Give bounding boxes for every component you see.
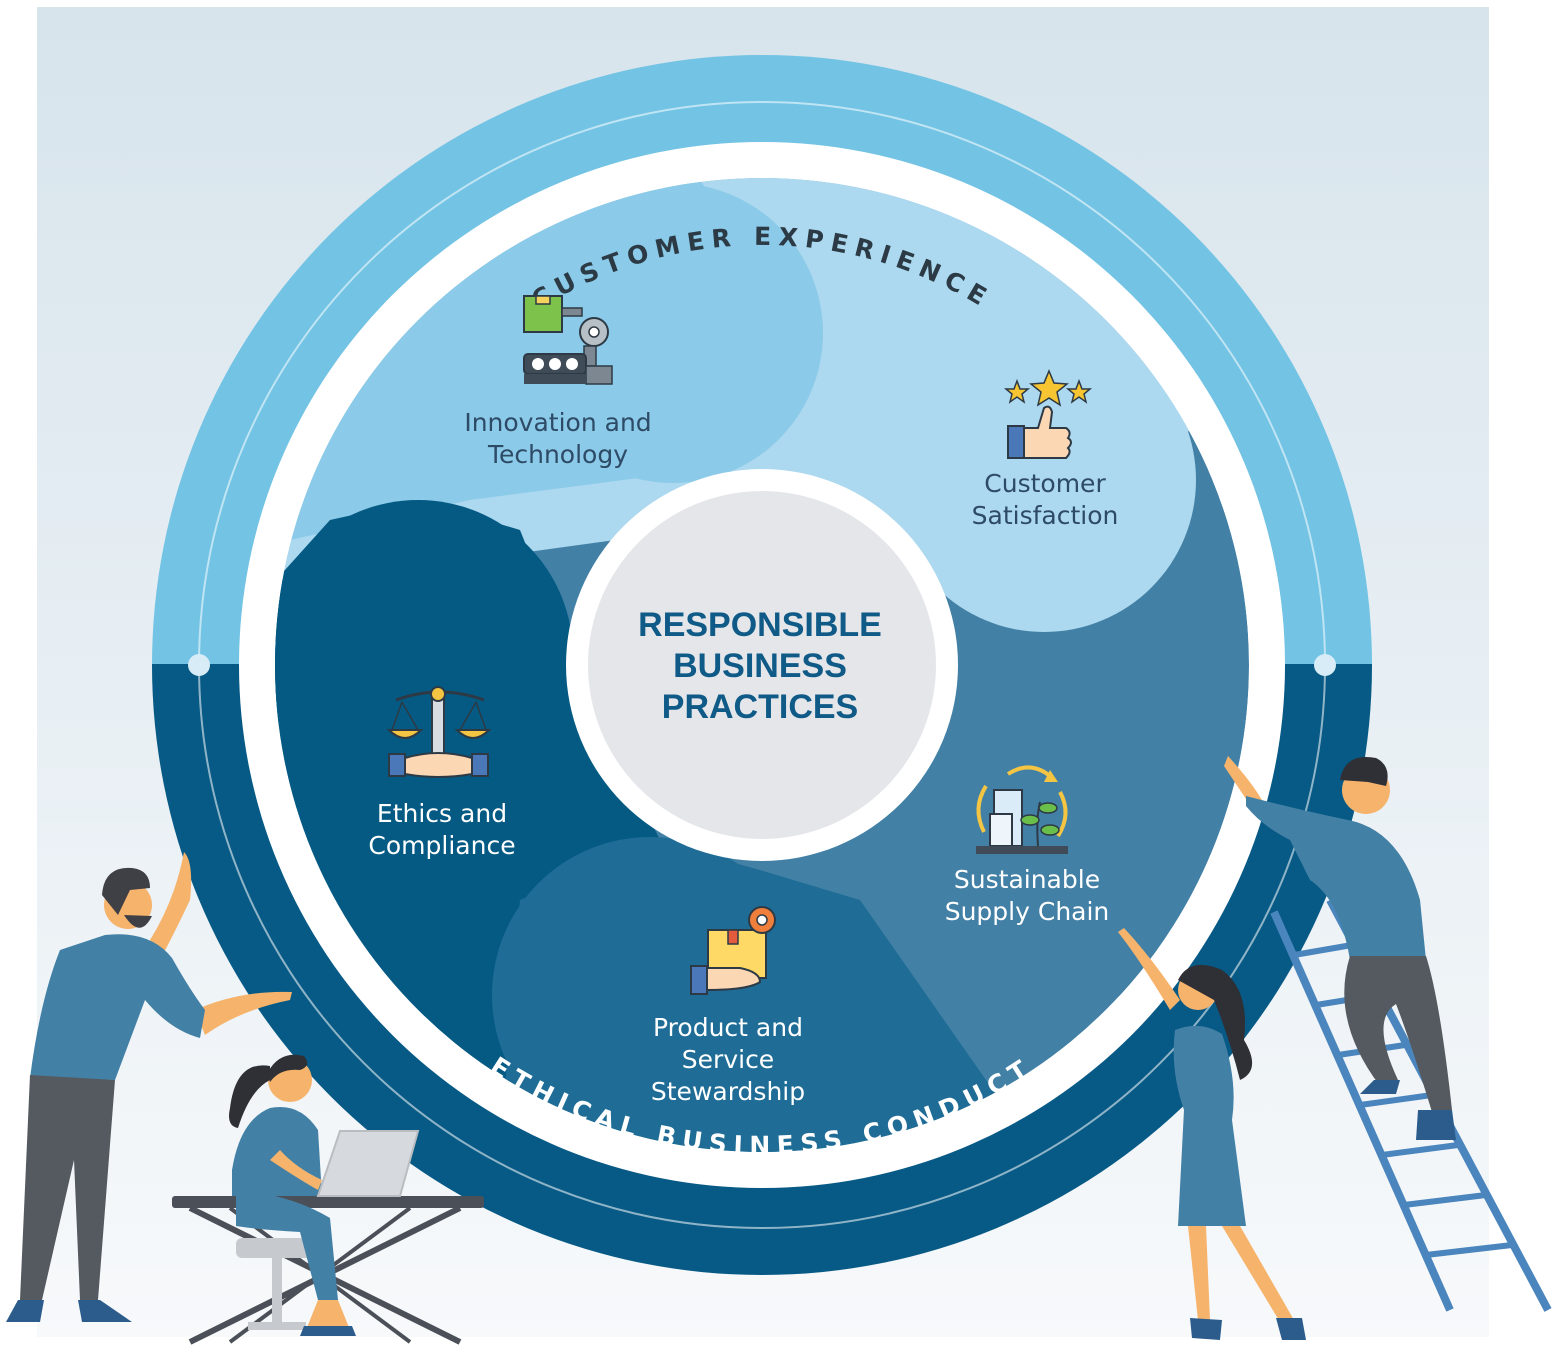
center-title-line-3: PRACTICES [661, 688, 859, 726]
center-disc [588, 491, 936, 839]
segment-customer-lobe [892, 328, 1196, 632]
scales-hand-icon [386, 686, 492, 778]
man-on-ladder-illustration [1224, 756, 1456, 1140]
thumbs-up-stars-icon [1003, 369, 1093, 459]
segment-innovation-lobe [523, 183, 823, 483]
supply-label-line-1: Sustainable [953, 865, 1101, 894]
segment-label-ethics: Ethics and Compliance [342, 798, 542, 862]
center-title: RESPONSIBLE BUSINESS PRACTICES [590, 605, 930, 728]
customer-label-line-1: Customer [984, 469, 1106, 498]
ring-dot-left [188, 654, 210, 676]
robotic-arm-conveyor-icon [523, 295, 613, 385]
sustainable-building-cycle-icon [976, 765, 1068, 854]
woman-pointing-illustration [1118, 928, 1306, 1340]
customer-label-line-2: Satisfaction [971, 501, 1119, 530]
innovation-label-line-1: Innovation and [464, 408, 652, 437]
woman-laptop-illustration [172, 1054, 484, 1345]
man-pushing-illustration [6, 852, 292, 1322]
ethics-label-line-2: Compliance [368, 831, 516, 860]
center-title-line-1: RESPONSIBLE [638, 606, 882, 644]
product-label-line-3: Stewardship [650, 1077, 806, 1106]
supply-label-line-2: Supply Chain [944, 897, 1110, 926]
ethics-label-line-1: Ethics and [376, 799, 508, 828]
segment-ethics-lobe [275, 500, 573, 810]
product-label-line-1: Product and [653, 1013, 803, 1042]
center-title-line-2: BUSINESS [673, 647, 847, 685]
segment-label-product: Product and Service Stewardship [628, 1012, 828, 1108]
segment-product-lobe [492, 837, 808, 1152]
ring-dot-right [1314, 654, 1336, 676]
segment-supply-lobe [882, 730, 1178, 1026]
product-label-line-2: Service [681, 1045, 775, 1074]
hand-package-gear-icon [690, 906, 776, 995]
innovation-label-line-2: Technology [487, 440, 629, 469]
segment-label-supply: Sustainable Supply Chain [917, 864, 1137, 928]
segment-label-customer: Customer Satisfaction [945, 468, 1145, 532]
segment-label-innovation: Innovation and Technology [458, 407, 658, 471]
